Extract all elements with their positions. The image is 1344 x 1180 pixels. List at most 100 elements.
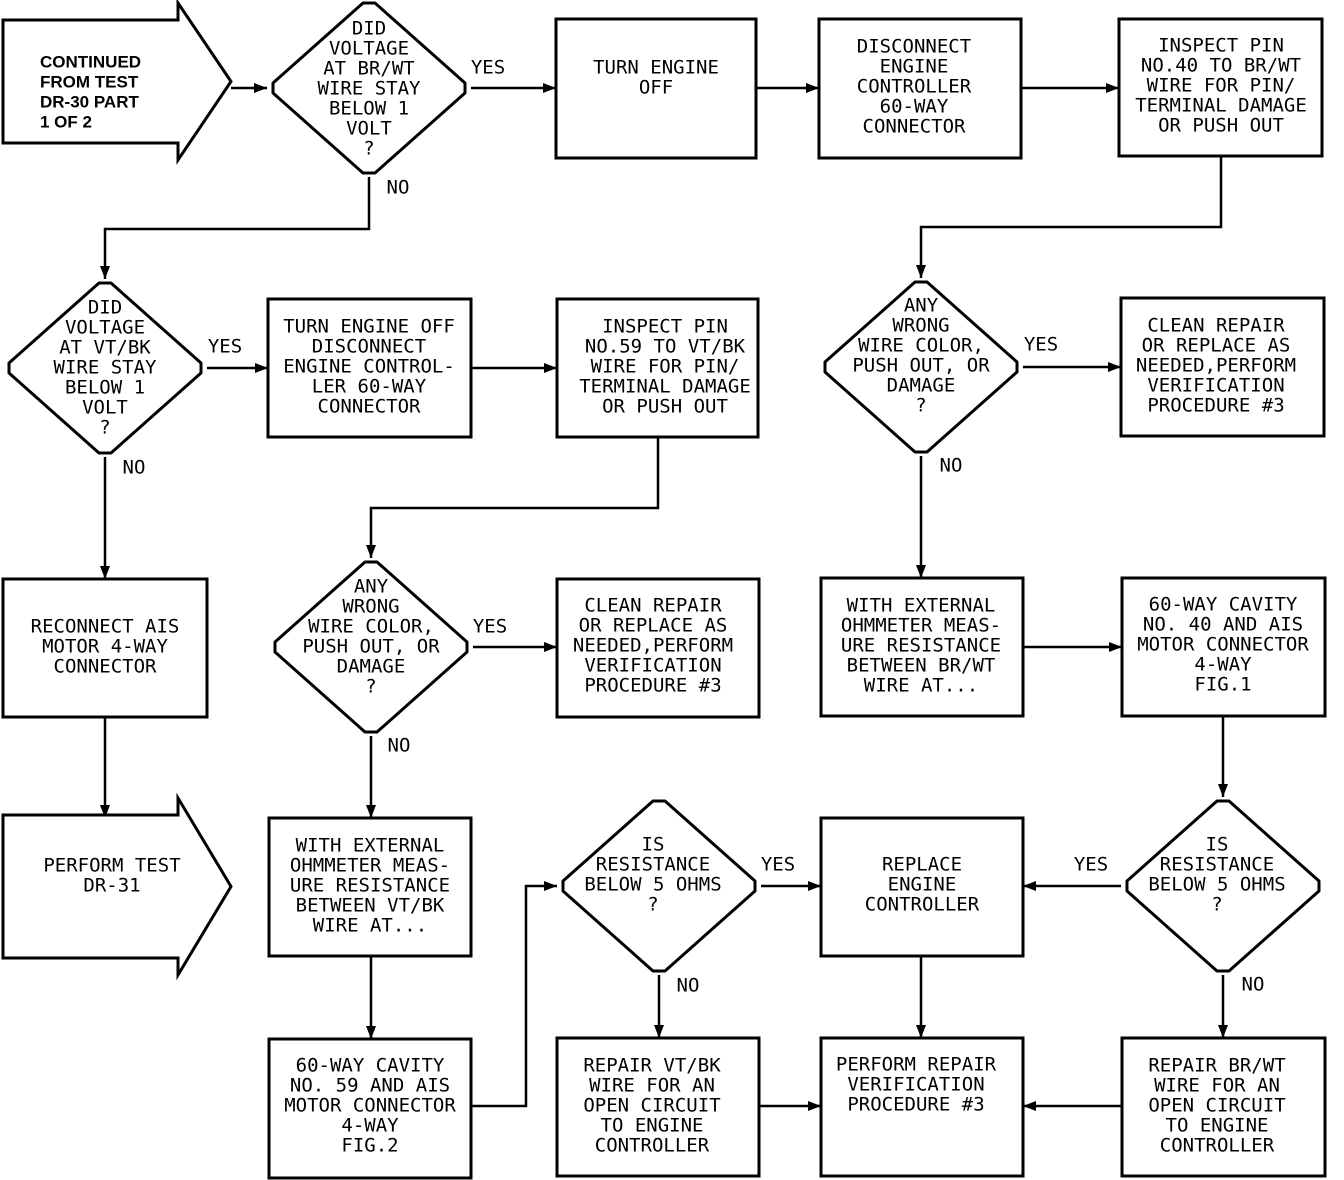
box-outline bbox=[819, 816, 1025, 958]
node-text-line: 60-WAY CAVITY bbox=[296, 1055, 445, 1077]
node-text-line: OR REPLACE AS bbox=[1142, 335, 1291, 357]
diamond-outline bbox=[271, 1, 467, 175]
node-text-line: DAMAGE bbox=[337, 656, 406, 678]
node-text-line: AT BR/WT bbox=[323, 58, 415, 80]
arrowhead bbox=[543, 83, 556, 93]
arrowhead bbox=[100, 266, 110, 279]
node-text-line: WIRE AT... bbox=[313, 915, 427, 937]
node-text-line: ANY bbox=[354, 576, 389, 598]
node-text-line: VOLT bbox=[346, 118, 392, 140]
edge-label-no: NO bbox=[388, 735, 411, 757]
edge-label-no: NO bbox=[1242, 974, 1265, 996]
node-text-line: NO. 59 AND AIS bbox=[290, 1075, 450, 1097]
node-text-line: WITH EXTERNAL bbox=[296, 835, 445, 857]
node-text-line: 1 OF 2 bbox=[40, 112, 92, 131]
node-text-line: TERMINAL DAMAGE bbox=[1135, 95, 1307, 117]
node-text-line: VERIFICATION bbox=[1147, 375, 1284, 397]
diamond-outline bbox=[561, 799, 757, 973]
node-text-line: INSPECT PIN bbox=[1158, 35, 1284, 57]
arrowhead bbox=[544, 881, 557, 891]
node-text-line: VERIFICATION bbox=[847, 1074, 984, 1096]
node-text-line: MOTOR 4-WAY bbox=[42, 636, 168, 658]
node-text-line: OR PUSH OUT bbox=[1158, 115, 1284, 137]
edge-label-yes: YES bbox=[208, 336, 242, 358]
diamond-outline bbox=[823, 280, 1019, 454]
arrowhead bbox=[808, 881, 821, 891]
edge-label-yes: YES bbox=[761, 854, 795, 876]
node-text-line: RESISTANCE bbox=[596, 854, 710, 876]
arrowhead bbox=[366, 1026, 376, 1039]
arrowhead bbox=[1109, 642, 1122, 652]
diamond-outline bbox=[1125, 799, 1321, 973]
arrowhead bbox=[806, 83, 819, 93]
box-outline bbox=[555, 297, 760, 439]
arrowhead bbox=[255, 363, 268, 373]
node-text-line: MOTOR CONNECTOR bbox=[284, 1095, 456, 1117]
node-text-line: DR-31 bbox=[83, 875, 140, 897]
node-text-line: WITH EXTERNAL bbox=[847, 595, 996, 617]
node-text-line: FIG.1 bbox=[1194, 674, 1251, 696]
edge-label-no: NO bbox=[123, 457, 146, 479]
node-text-line: CLEAN REPAIR bbox=[584, 595, 722, 617]
node-text-line: ? bbox=[647, 894, 658, 916]
node-text-line: REPAIR BR/WT bbox=[1148, 1055, 1285, 1077]
node-text-line: INSPECT PIN bbox=[602, 316, 728, 338]
node-text-line: RESISTANCE bbox=[1160, 854, 1274, 876]
node-text-line: CONTROLLER bbox=[865, 894, 980, 916]
node-text-line: OR REPLACE AS bbox=[579, 615, 728, 637]
arrowhead bbox=[654, 1025, 664, 1038]
edge-label-yes: YES bbox=[1074, 854, 1108, 876]
node-text-line: DID bbox=[88, 297, 122, 319]
box-outline bbox=[266, 297, 473, 439]
node-text-line: VOLT bbox=[82, 397, 128, 419]
node-text-line: ENGINE bbox=[880, 56, 949, 78]
arrowhead bbox=[100, 805, 110, 818]
arrowhead bbox=[1218, 784, 1228, 797]
box-outline bbox=[267, 816, 473, 958]
node-text-line: WIRE FOR PIN/ bbox=[1147, 75, 1296, 97]
node-text-line: DAMAGE bbox=[887, 375, 956, 397]
node-text-line: RECONNECT AIS bbox=[31, 616, 180, 638]
arrow-outline bbox=[1, 0, 233, 165]
node-text-line: ? bbox=[363, 138, 374, 160]
node-text-line: WIRE FOR AN bbox=[1154, 1075, 1280, 1097]
node-text-line: LER 60-WAY bbox=[312, 376, 427, 398]
arrowhead bbox=[1023, 1101, 1036, 1111]
node-text-line: REPAIR VT/BK bbox=[583, 1055, 721, 1077]
arrowhead bbox=[1106, 83, 1119, 93]
arrowhead bbox=[1023, 881, 1036, 891]
node-text-line: ? bbox=[99, 417, 110, 439]
node-text-line: NEEDED,PERFORM bbox=[573, 635, 733, 657]
node-text-line: TO ENGINE bbox=[1166, 1115, 1269, 1137]
node-text-line: PERFORM TEST bbox=[43, 855, 180, 877]
diamond-outline bbox=[7, 281, 203, 455]
arrowhead bbox=[544, 363, 557, 373]
box-outline bbox=[554, 17, 758, 160]
node-text-line: CONTROLLER bbox=[1160, 1135, 1275, 1157]
node-text-line: REPLACE bbox=[882, 854, 962, 876]
node-text-line: CONTROLLER bbox=[595, 1135, 710, 1157]
node-text-line: BETWEEN BR/WT bbox=[847, 655, 996, 677]
box-outline bbox=[555, 1036, 761, 1178]
box-outline bbox=[817, 17, 1023, 160]
node-text-line: URE RESISTANCE bbox=[841, 635, 1001, 657]
node-text-line: DR-30 PART bbox=[40, 92, 139, 111]
node-text-line: CONTROLLER bbox=[857, 76, 972, 98]
node-text-line: BELOW 1 bbox=[329, 98, 409, 120]
node-text-line: VOLTAGE bbox=[65, 317, 145, 339]
node-text-line: FROM TEST bbox=[40, 72, 139, 91]
node-text-line: NEEDED,PERFORM bbox=[1136, 355, 1296, 377]
node-text-line: URE RESISTANCE bbox=[290, 875, 450, 897]
node-text-line: NO.40 TO BR/WT bbox=[1141, 55, 1301, 77]
